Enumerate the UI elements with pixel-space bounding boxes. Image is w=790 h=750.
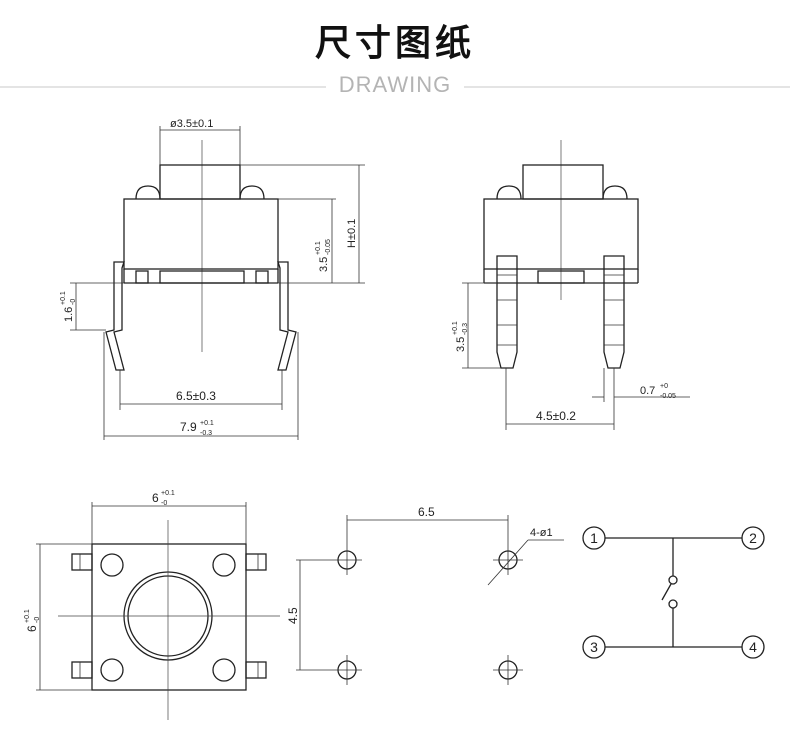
front-foot-right (255, 270, 269, 284)
front-foot-left (135, 270, 149, 284)
dim-body-height-tol-upper: +0.1 (315, 241, 322, 255)
side-bump-left (496, 185, 522, 200)
front-view: ø3.5±0.1 3.5 +0.1 -0.05 H±0.1 1.6 +0.1 (60, 118, 365, 440)
schematic-pin-3 (582, 635, 606, 659)
schematic-pin-2 (741, 526, 765, 550)
top-terminal-br (245, 661, 267, 679)
top-terminal-tl (71, 553, 93, 571)
schematic: 1 2 3 4 (582, 526, 765, 659)
front-leg-right (277, 261, 297, 371)
dim-pin-thickness: 0.7 (640, 385, 655, 397)
dim-top-height-tol-upper: +0.1 (24, 609, 31, 623)
side-cap (522, 164, 604, 200)
pcb-hole-note: 4-ø1 (530, 527, 553, 539)
schematic-pin-1 (582, 526, 606, 550)
schematic-contact-top (668, 575, 678, 585)
dim-body-height: 3.5 (318, 257, 330, 272)
front-body (123, 198, 279, 270)
side-pin-right (603, 255, 625, 369)
top-terminal-bl (71, 661, 93, 679)
dim-cap-diameter: ø3.5±0.1 (170, 118, 213, 130)
page-title: 尺寸图纸 (314, 23, 475, 64)
dim-inner-pitch: 6.5±0.3 (176, 389, 216, 403)
top-body (91, 543, 247, 691)
dim-pin-length-tol-lower: -0.3 (462, 323, 469, 335)
top-dot-tl (100, 553, 124, 577)
dim-top-height-tol-lower: -0 (34, 617, 41, 623)
schematic-switch-lever (661, 583, 672, 601)
side-bump-right (602, 185, 628, 200)
dim-pin-thickness-tol-upper: +0 (660, 383, 668, 390)
schematic-pin-2-label: 2 (749, 530, 757, 546)
side-foot-center (537, 270, 585, 284)
dim-pcb-horizontal: 6.5 (418, 505, 435, 519)
top-dot-tr (212, 553, 236, 577)
front-foot-center (159, 270, 245, 284)
front-bump-left (135, 185, 161, 200)
schematic-pin-4 (741, 635, 765, 659)
schematic-pin-1-label: 1 (590, 530, 598, 546)
top-view: 6 +0.1 -0 6 +0.1 -0 (24, 490, 280, 720)
dim-outer-width: 7.9 (180, 420, 197, 434)
top-terminal-tr (245, 553, 267, 571)
dim-pin-pitch: 4.5±0.2 (536, 409, 576, 423)
front-leg-left (105, 261, 125, 371)
schematic-pin-3-label: 3 (590, 639, 598, 655)
schematic-contact-bottom (668, 599, 678, 609)
side-view: 3.5 +0.1 -0.3 0.7 +0 -0.05 4.5±0.2 (452, 140, 690, 430)
side-body (483, 198, 639, 270)
dim-total-height: H±0.1 (346, 219, 358, 248)
dim-outer-width-tol-upper: +0.1 (200, 420, 214, 427)
dim-pin-length: 3.5 (455, 337, 467, 352)
dim-top-height: 6 (25, 625, 39, 632)
dim-pin-length-tol-upper: +0.1 (452, 321, 459, 335)
dim-top-width-tol-upper: +0.1 (161, 490, 175, 497)
page-subtitle: DRAWING (338, 72, 452, 97)
top-dot-br (212, 658, 236, 682)
front-cap (159, 164, 241, 200)
dim-pin-offset-tol-lower: -0 (70, 299, 77, 305)
dim-top-width: 6 (152, 491, 159, 505)
top-dot-bl (100, 658, 124, 682)
dim-pin-offset: 1.6 (63, 307, 75, 322)
dim-pin-thickness-tol-lower: -0.05 (660, 393, 676, 400)
dim-top-width-tol-lower: -0 (161, 500, 167, 507)
dim-pin-offset-tol-upper: +0.1 (60, 291, 67, 305)
dim-body-height-tol-lower: -0.05 (325, 239, 332, 255)
schematic-pin-4-label: 4 (749, 639, 757, 655)
pcb-layout: 6.5 4.5 4-ø1 (286, 505, 564, 685)
side-pin-left (496, 255, 518, 369)
dim-outer-width-tol-lower: -0.3 (200, 430, 212, 437)
front-bump-right (239, 185, 265, 200)
dim-pcb-vertical: 4.5 (286, 607, 300, 624)
